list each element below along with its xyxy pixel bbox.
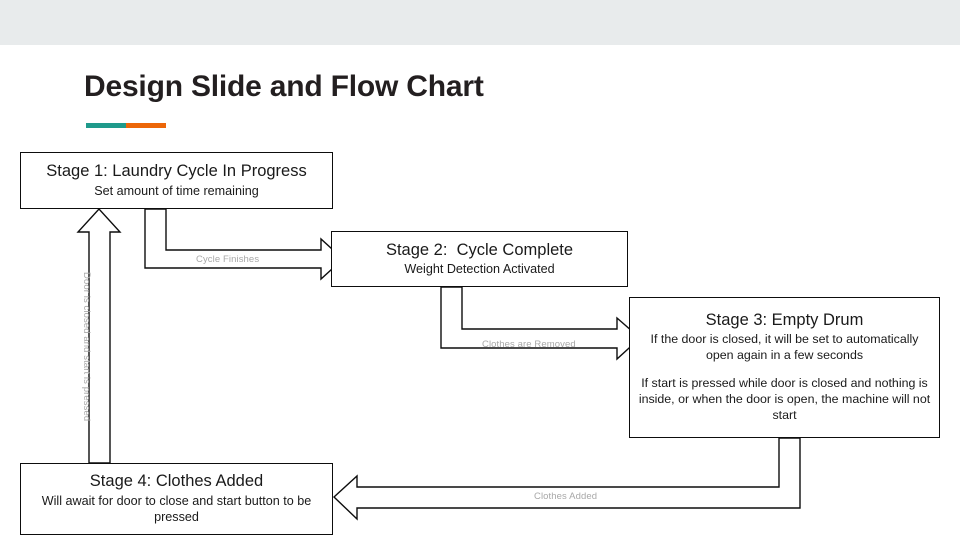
page-title: Design Slide and Flow Chart — [84, 70, 484, 103]
title-accent-bar — [86, 123, 166, 128]
flow-node-stage3-subtitle-2: If start is pressed while door is closed… — [638, 376, 931, 423]
flow-node-stage3-subtitle: If the door is closed, it will be set to… — [650, 331, 919, 362]
flow-node-stage4-title: Stage 4: Clothes Added — [89, 472, 264, 491]
arrow-clothes-added — [332, 437, 801, 521]
arrow-door-closed — [76, 207, 122, 464]
accent-segment-orange — [126, 123, 166, 128]
edge-label-door-closed: Door is closed and start is pressed — [81, 272, 92, 422]
flow-node-stage2-subtitle: Weight Detection Activated — [404, 262, 555, 277]
flow-node-stage4-subtitle: Will await for door to close and start b… — [41, 494, 312, 525]
arrow-cycle-finishes — [144, 208, 345, 281]
flow-node-stage1-title: Stage 1: Laundry Cycle In Progress — [46, 162, 307, 181]
flow-node-stage3-title: Stage 3: Empty Drum — [705, 310, 864, 329]
flow-node-stage3[interactable]: Stage 3: Empty Drum If the door is close… — [629, 297, 940, 438]
slide-header-band — [0, 0, 960, 45]
flow-node-stage1[interactable]: Stage 1: Laundry Cycle In Progress Set a… — [20, 152, 333, 209]
flow-node-stage2[interactable]: Stage 2: Cycle Complete Weight Detection… — [331, 231, 628, 287]
edge-label-cycle-finishes: Cycle Finishes — [196, 254, 260, 265]
edge-label-clothes-removed: Clothes are Removed — [482, 339, 576, 350]
flow-node-stage2-title: Stage 2: Cycle Complete — [385, 240, 574, 259]
accent-segment-teal — [86, 123, 126, 128]
edge-label-clothes-added: Clothes Added — [534, 491, 598, 502]
arrow-clothes-removed — [440, 286, 642, 361]
flow-node-stage4[interactable]: Stage 4: Clothes Added Will await for do… — [20, 463, 333, 535]
flow-node-stage1-subtitle: Set amount of time remaining — [94, 183, 259, 198]
